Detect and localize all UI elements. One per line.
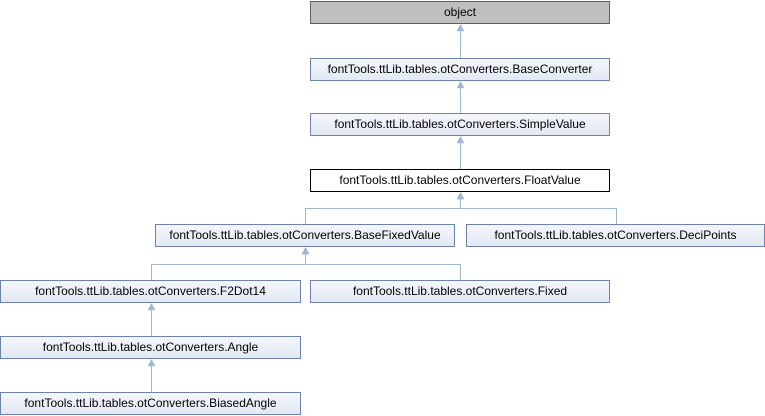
arrowhead-icon (456, 135, 465, 144)
arrowhead-icon (147, 302, 156, 311)
edge-line (151, 253, 306, 280)
arrowhead-icon (456, 80, 465, 89)
class-node-biased-angle[interactable]: fontTools.ttLib.tables.otConverters.Bias… (0, 392, 301, 415)
class-node-base-converter[interactable]: fontTools.ttLib.tables.otConverters.Base… (310, 58, 610, 81)
inheritance-edge-float-value (456, 135, 465, 169)
arrowhead-icon (456, 191, 465, 200)
edge-line (305, 253, 461, 280)
inheritance-edge-biased-angle (147, 358, 156, 392)
inheritance-edge-base-converter (456, 23, 465, 58)
inheritance-edge-f2dot14 (151, 246, 310, 280)
class-node-object: object (310, 1, 610, 24)
inheritance-edge-base-fixed-value (305, 191, 465, 224)
class-node-simple-value[interactable]: fontTools.ttLib.tables.otConverters.Simp… (310, 113, 610, 136)
arrowhead-icon (301, 246, 310, 255)
class-node-fixed[interactable]: fontTools.ttLib.tables.otConverters.Fixe… (310, 280, 610, 303)
edge-line (460, 198, 617, 224)
arrowhead-icon (147, 358, 156, 367)
inheritance-edge-angle (147, 302, 156, 336)
class-node-deci-points[interactable]: fontTools.ttLib.tables.otConverters.Deci… (466, 224, 765, 247)
class-node-base-fixed-value[interactable]: fontTools.ttLib.tables.otConverters.Base… (155, 224, 455, 247)
inheritance-edge-simple-value (456, 80, 465, 113)
inheritance-edge-deci-points (456, 191, 617, 224)
edge-line (305, 198, 461, 224)
class-node-float-value: fontTools.ttLib.tables.otConverters.Floa… (310, 169, 610, 192)
class-node-f2dot14[interactable]: fontTools.ttLib.tables.otConverters.F2Do… (0, 280, 301, 303)
arrowhead-icon (456, 23, 465, 32)
inheritance-edge-fixed (301, 246, 461, 280)
class-node-angle[interactable]: fontTools.ttLib.tables.otConverters.Angl… (0, 336, 301, 359)
